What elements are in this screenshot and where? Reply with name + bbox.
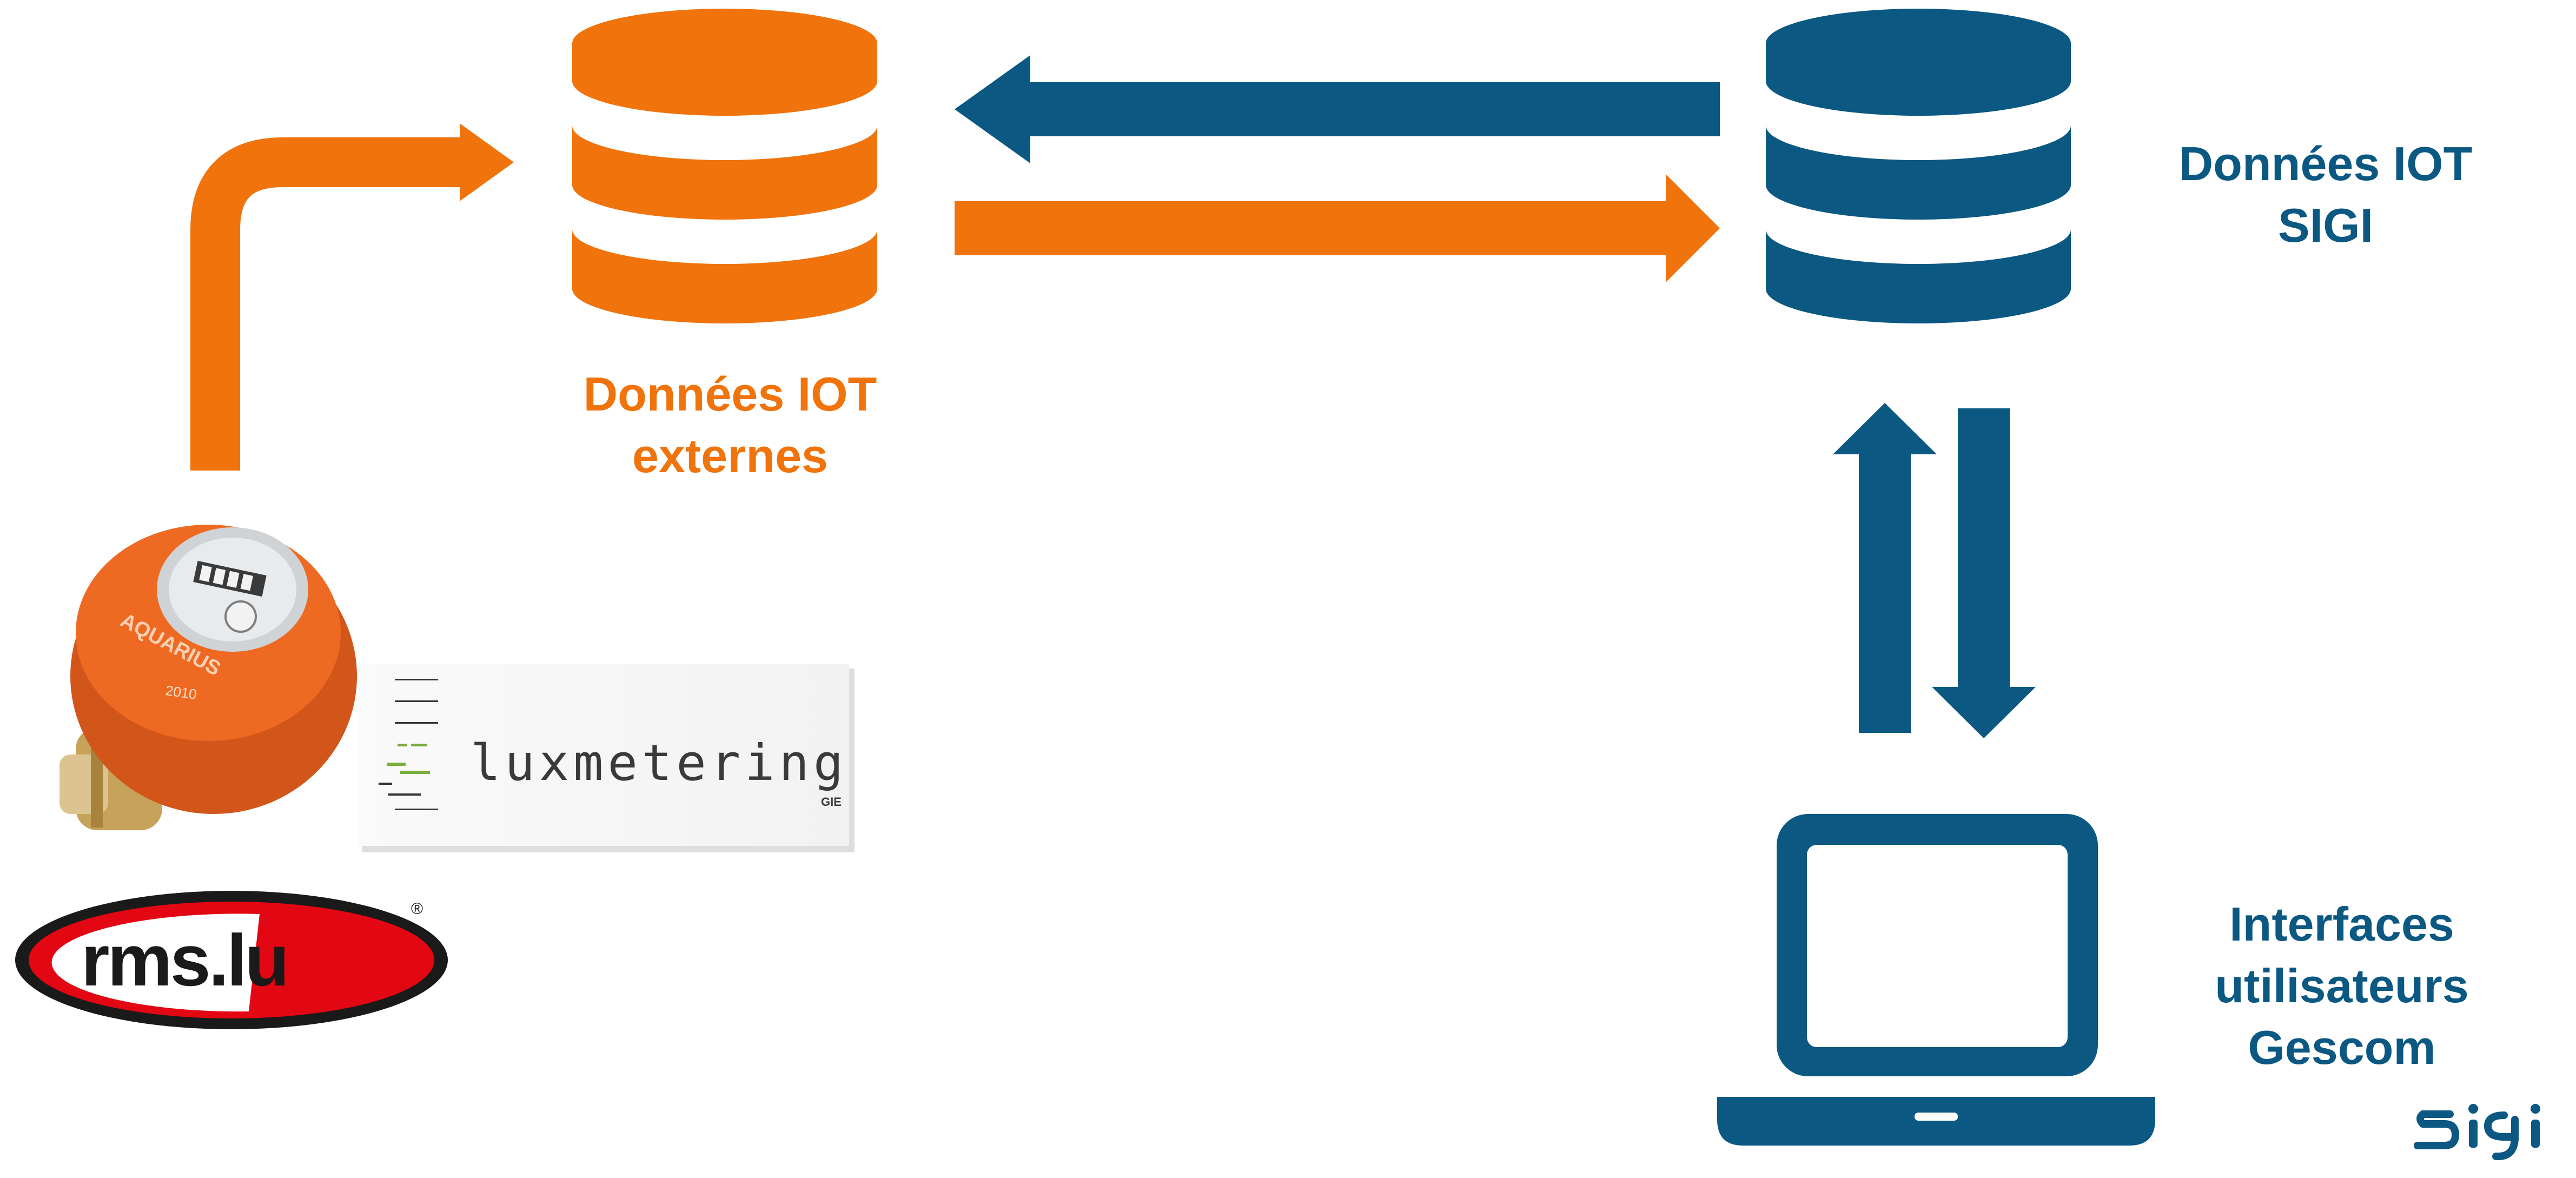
arrow-external-to-sigi xyxy=(955,174,1720,282)
luxmetering-bars-icon xyxy=(379,679,438,810)
external-db-label-line2: externes xyxy=(632,429,828,482)
arrow-meters-to-external-db xyxy=(190,123,514,471)
gescom-label: Interfaces utilisateurs Gescom xyxy=(2153,894,2531,1078)
sigi-db-label-line2: SIGI xyxy=(2277,198,2374,252)
arrow-sigi-to-gescom xyxy=(1932,408,2036,738)
arrow-gescom-to-sigi xyxy=(1833,403,1937,733)
sigi-brand-logo xyxy=(2414,1104,2540,1161)
water-meter-icon: AQUARIUS 2010 xyxy=(59,525,357,830)
luxmetering-logo: luxmetering GIE xyxy=(359,664,855,852)
luxmetering-suffix-text: GIE xyxy=(821,795,842,809)
rms-registered-mark: ® xyxy=(411,900,423,918)
sigi-db-label: Données IOT SIGI xyxy=(2093,133,2558,256)
laptop-icon xyxy=(1717,814,2155,1146)
rms-name-text: rms.lu xyxy=(81,919,287,1001)
gescom-label-line3: Gescom xyxy=(2248,1021,2436,1074)
arrow-sigi-to-external xyxy=(955,55,1720,163)
rms-logo: rms.lu ® xyxy=(15,891,448,1029)
luxmetering-name-text: luxmetering xyxy=(471,734,847,792)
external-db-label: Données IOT externes xyxy=(541,363,919,487)
sigi-db-label-line1: Données IOT xyxy=(2178,137,2473,190)
external-db-label-line1: Données IOT xyxy=(583,367,877,421)
external-database-icon xyxy=(572,9,877,323)
gescom-label-line1: Interfaces xyxy=(2229,897,2454,951)
gescom-label-line2: utilisateurs xyxy=(2215,959,2469,1012)
sigi-database-icon xyxy=(1766,9,2071,323)
